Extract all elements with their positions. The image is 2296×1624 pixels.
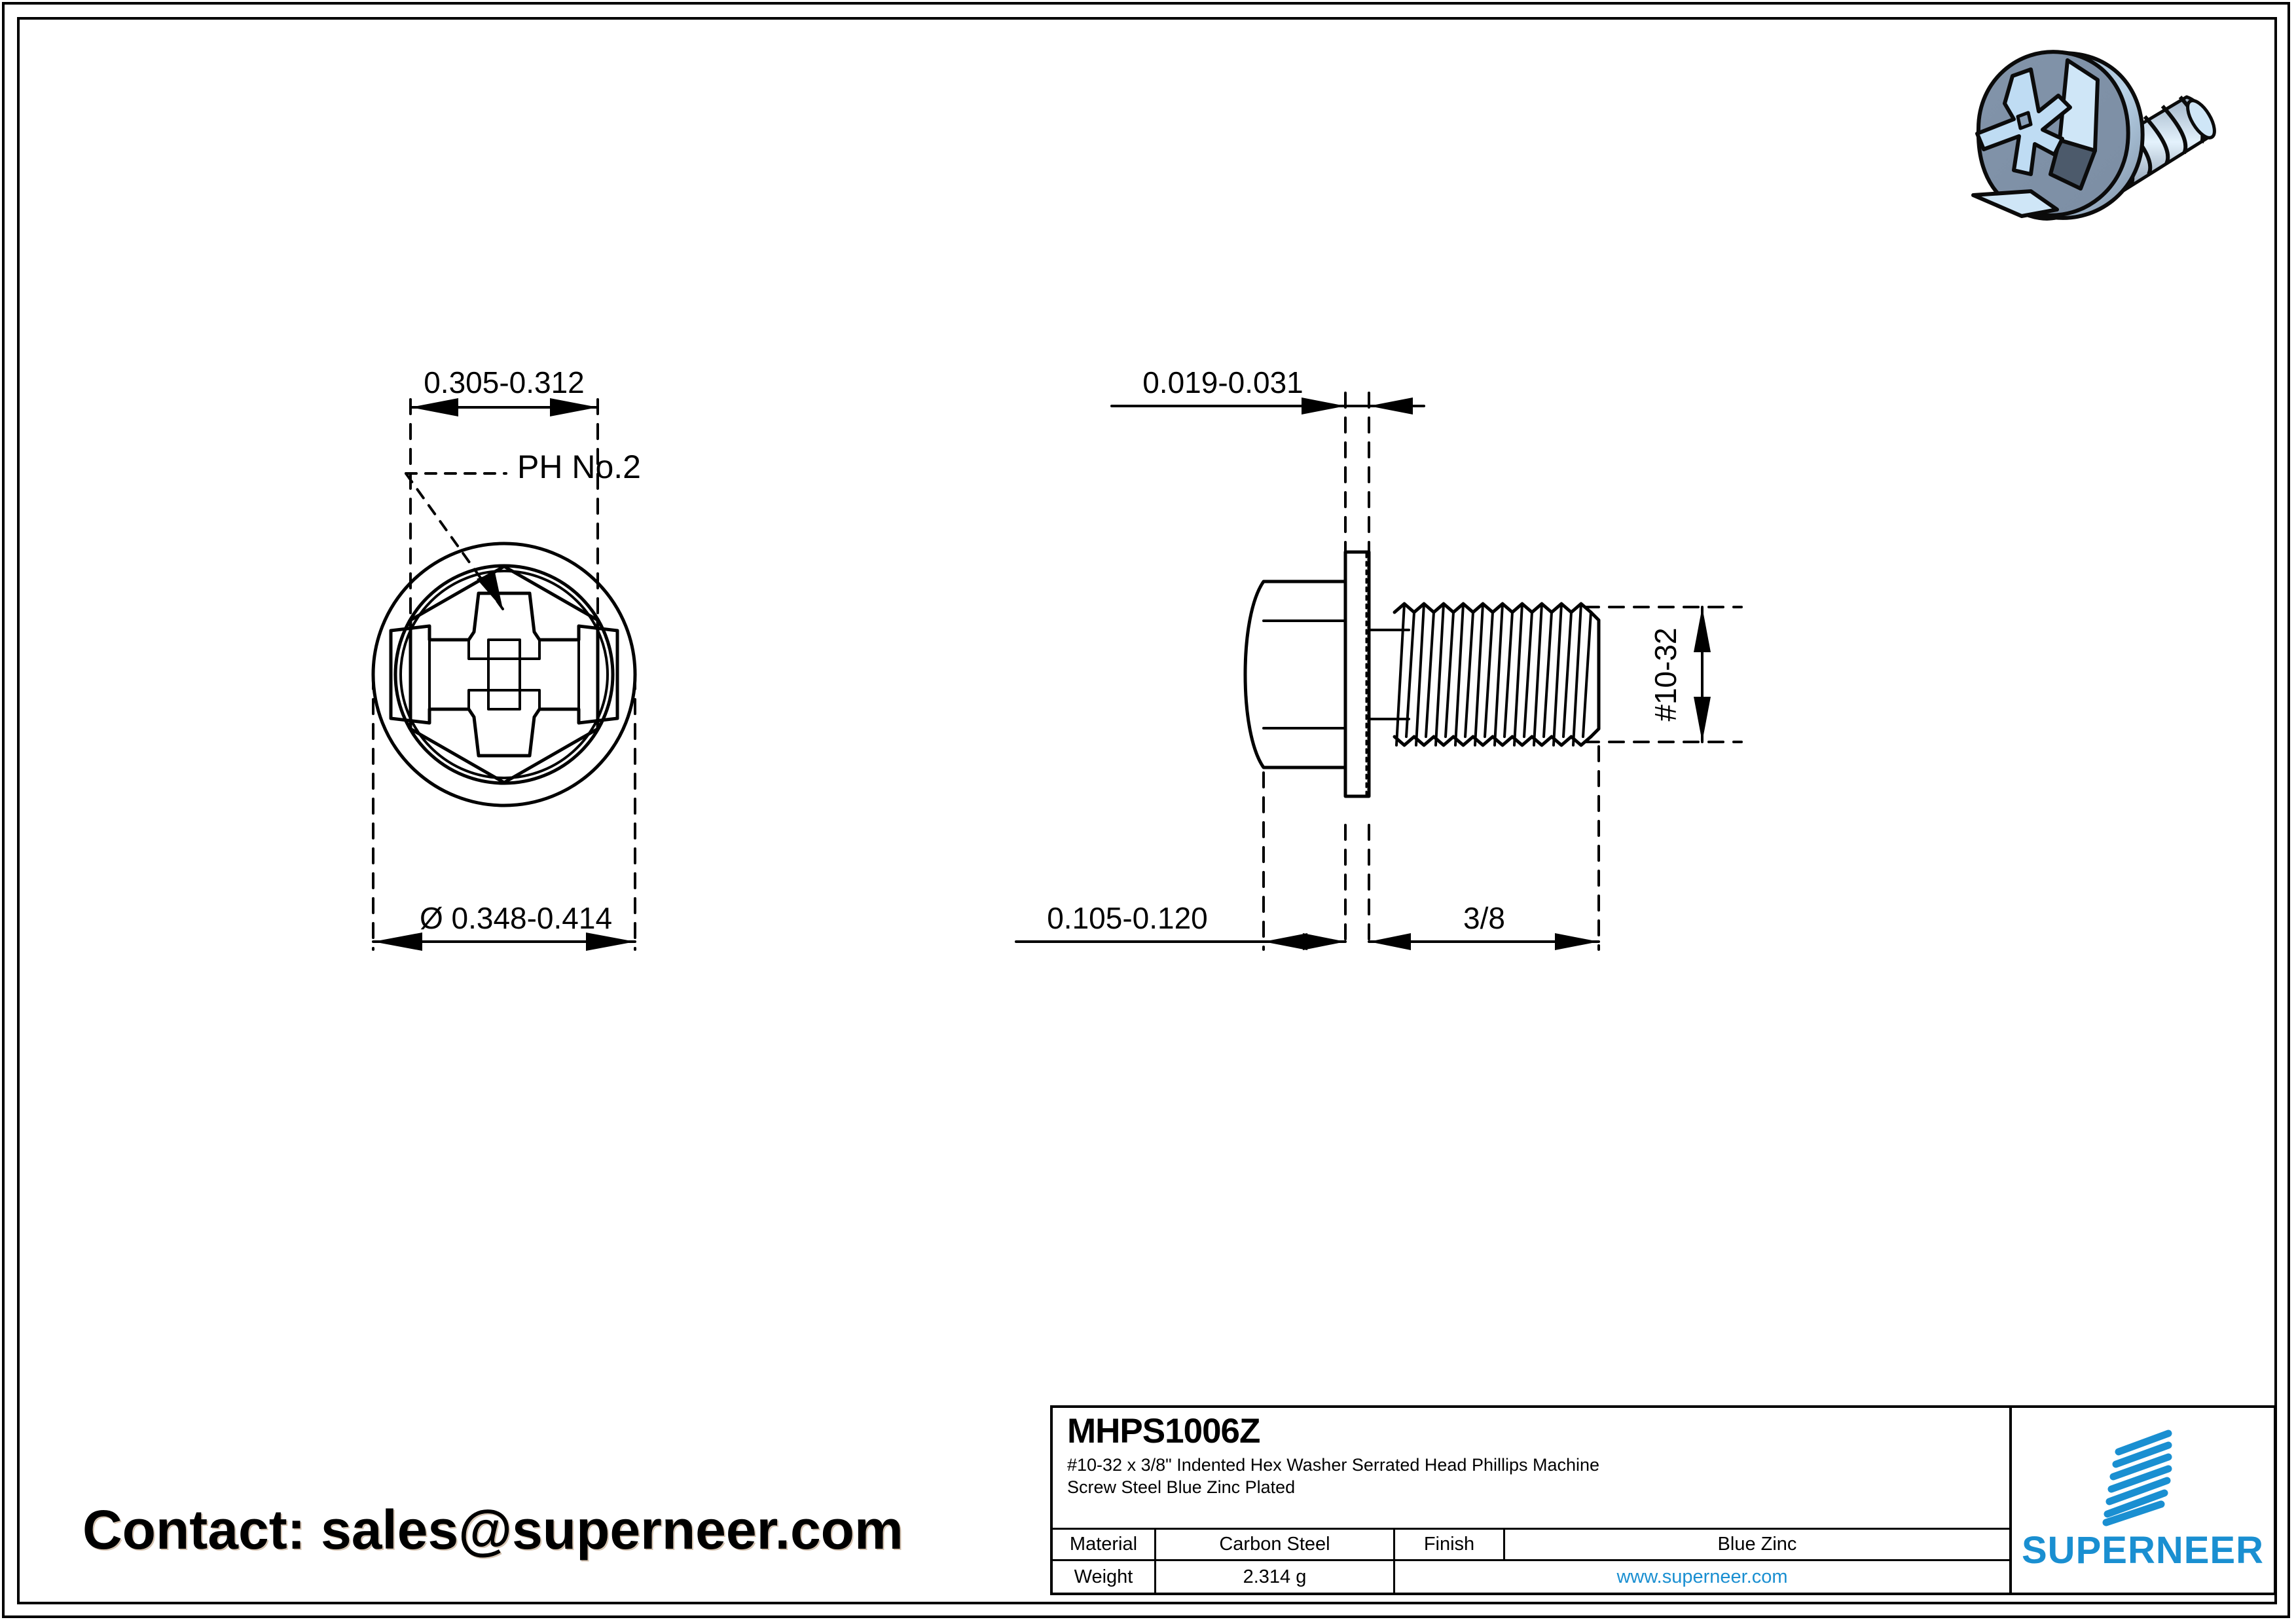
spec-row-weight: Weight 2.314 g www.superneer.com (1053, 1561, 2009, 1593)
render-phillips-recess-icon (1975, 67, 2072, 176)
finish-value: Blue Zinc (1717, 1534, 1797, 1555)
spec-table: Material Carbon Steel Finish Blue Zinc W… (1053, 1530, 2009, 1593)
brand-name: SUPERNEER (2022, 1529, 2264, 1572)
top-view-extension-lines-flats (409, 398, 599, 623)
screw-3d-render (1971, 50, 2216, 221)
weight-label: Weight (1053, 1561, 1156, 1593)
thread-profile-geometry (1393, 602, 1601, 747)
weight-value: 2.314 g (1156, 1561, 1395, 1593)
thread-dia-extension-lines (1583, 606, 1743, 743)
phillips-recess-icon (389, 591, 619, 758)
spec-row-material: Material Carbon Steel Finish Blue Zinc (1053, 1530, 2009, 1561)
contact-text: Contact: sales@superneer.com (82, 1499, 903, 1560)
dim-text-thread-length: 3/8 (1463, 901, 1505, 935)
dim-text-washer-diameter: Ø 0.348-0.414 (420, 901, 612, 935)
title-block-left: MHPS1006Z #10-32 x 3/8" Indented Hex Was… (1053, 1408, 2012, 1593)
hex-head-side-geometry (1243, 580, 1347, 769)
part-description-line-1: #10-32 x 3/8" Indented Hex Washer Serrat… (1067, 1455, 1600, 1475)
render-hex-facet (1971, 58, 2100, 218)
finish-label: Finish (1395, 1530, 1505, 1559)
brand-area: SUPERNEER (2012, 1408, 2274, 1593)
title-block: MHPS1006Z #10-32 x 3/8" Indented Hex Was… (1050, 1405, 2276, 1595)
dim-text-head-height: 0.105-0.120 (1047, 901, 1208, 935)
stripes-parallelogram-logo-icon (2102, 1430, 2172, 1526)
washer-serration-hatch (1365, 552, 1370, 796)
dim-arrows-washer-diameter (373, 932, 635, 951)
part-description-area: MHPS1006Z #10-32 x 3/8" Indented Hex Was… (1053, 1408, 2009, 1530)
material-value: Carbon Steel (1156, 1530, 1395, 1559)
dim-arrows-washer-thickness (1302, 397, 1413, 415)
top-view-extension-lines-diameter (372, 673, 636, 951)
dim-arrows-across-flats (410, 398, 598, 416)
side-view-extension-lines-washer (1344, 392, 1370, 555)
part-description-line-2: Screw Steel Blue Zinc Plated (1067, 1477, 1296, 1497)
side-view-bottom-extension-lines (1262, 745, 1600, 951)
part-number: MHPS1006Z (1067, 1412, 1260, 1450)
dim-arrows-thread-size (1694, 607, 1711, 742)
ph-no2-leader-arrow (477, 572, 503, 609)
dim-arrows-bottom (1264, 933, 1599, 950)
material-label: Material (1053, 1530, 1156, 1559)
sheet-inner-border (17, 17, 2277, 1604)
head-top-view-geometry (371, 542, 637, 807)
website-link[interactable]: www.superneer.com (1616, 1566, 1788, 1587)
driver-callout-text: PH No.2 (517, 449, 641, 485)
dim-text-across-flats: 0.305-0.312 (424, 365, 585, 399)
dim-text-washer-thickness: 0.019-0.031 (1142, 365, 1303, 399)
dim-text-thread-size: #10-32 (1649, 627, 1683, 721)
